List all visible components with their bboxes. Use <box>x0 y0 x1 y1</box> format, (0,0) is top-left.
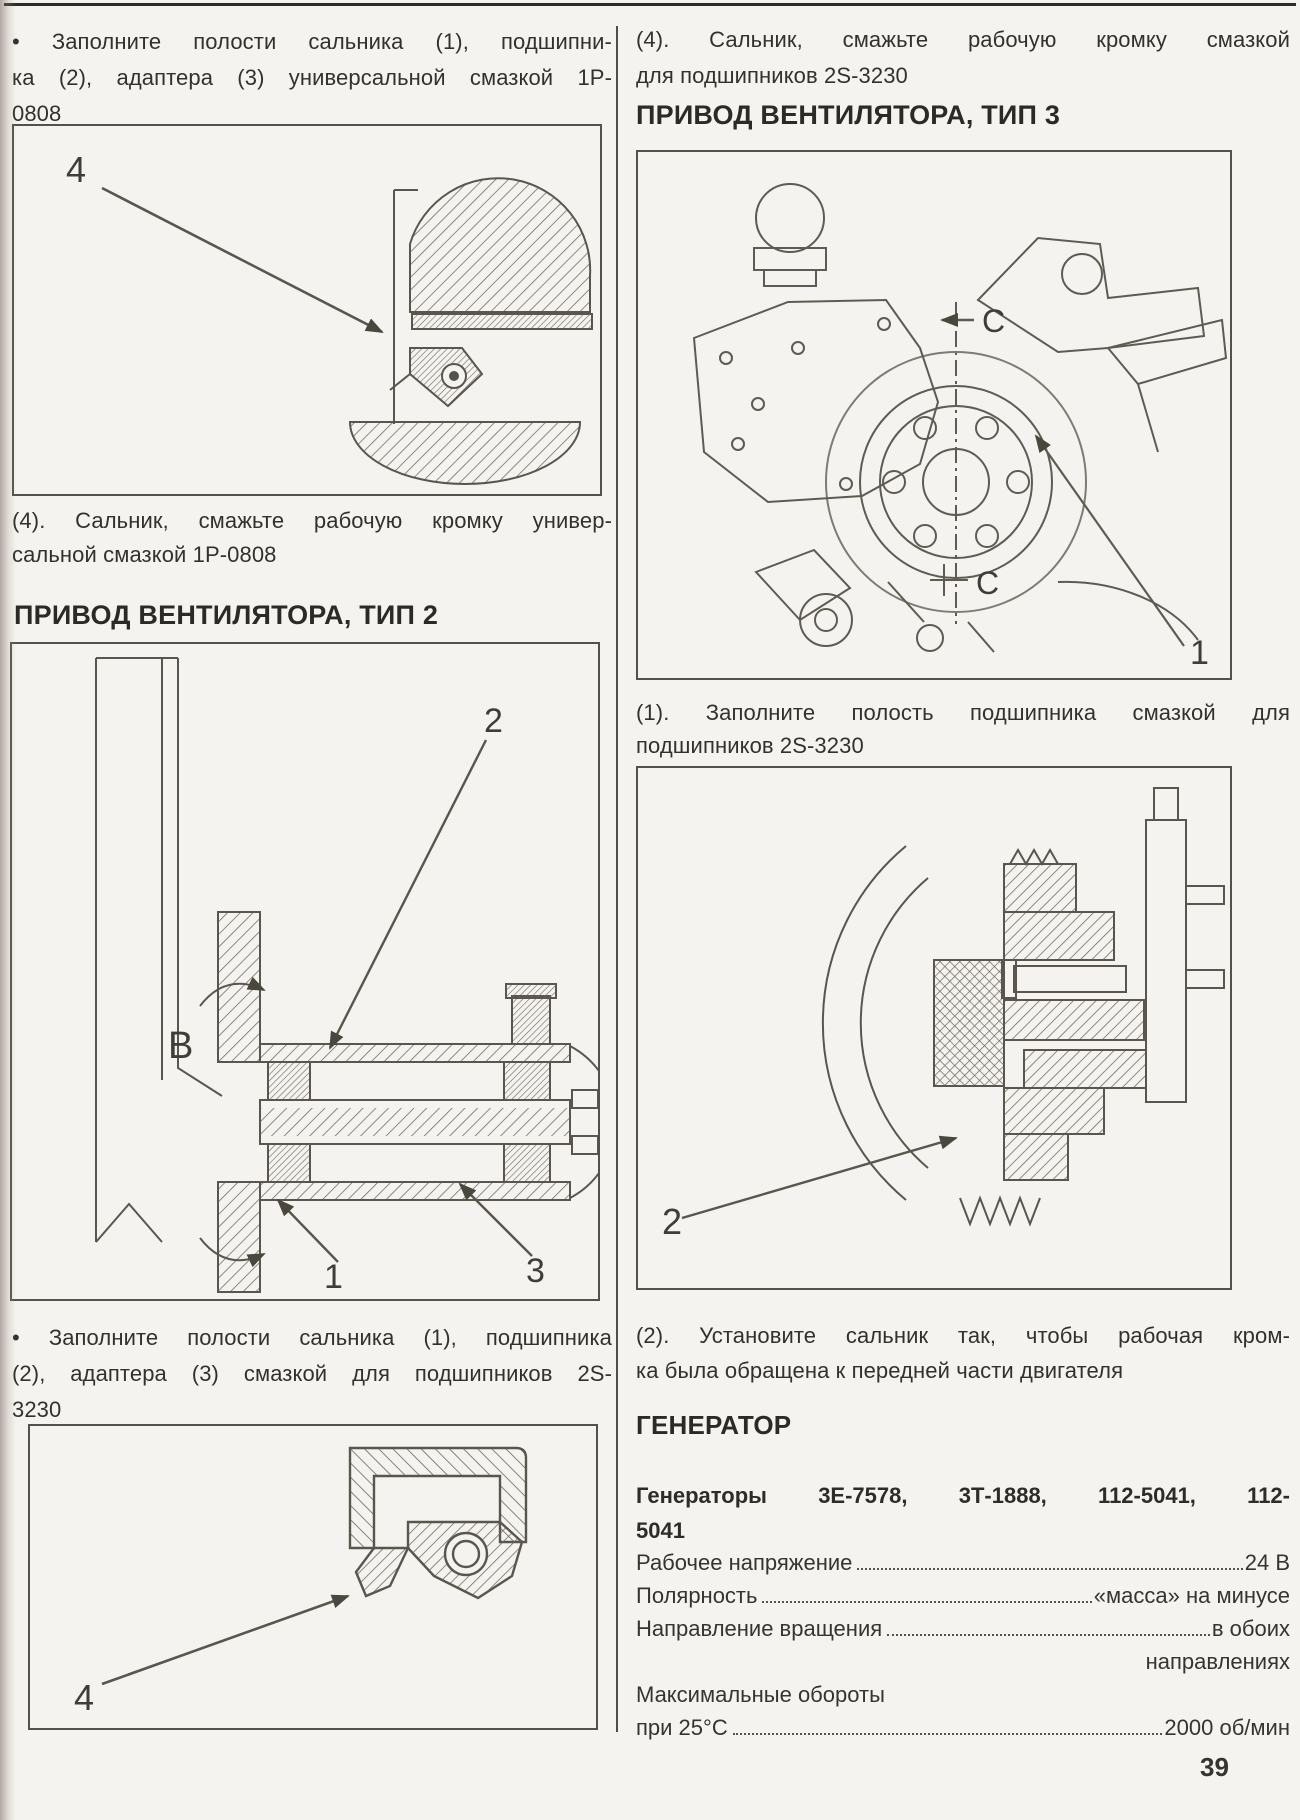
fan-drive-type2-drawing: 2 B 1 3 <box>95 657 598 1296</box>
spec-value: 2000 об/мин <box>1164 1715 1290 1740</box>
caption-line: (2). Установите сальник так, чтобы рабоч… <box>636 1323 1290 1348</box>
caption-line: ка была обращена к передней части двигат… <box>636 1358 1124 1383</box>
spec-row-voltage: Рабочее напряжение 24 В <box>636 1550 1290 1583</box>
figure-seal-type2: 4 <box>28 1424 598 1730</box>
instruction-line: 3230 <box>12 1397 62 1422</box>
spec-label: Рабочее напряжение <box>636 1550 853 1575</box>
caption-line: подшипников 2S-3230 <box>636 733 864 758</box>
spec-value: в обоих <box>1211 1616 1290 1641</box>
figure-caption-1: (4). Сальник, смажьте рабочую кромку уни… <box>12 504 612 572</box>
top-rule <box>4 3 1296 6</box>
section-header-generator: ГЕНЕРАТОР <box>636 1410 792 1440</box>
caption-line: (4). Сальник, смажьте рабочую кромку уни… <box>12 508 612 533</box>
section-label-C-top: C <box>982 303 1005 339</box>
spec-label: Максимальные обороты <box>636 1682 885 1707</box>
instruction-line: ка (2), адаптера (3) универсальной смазк… <box>12 65 612 90</box>
dot-leader <box>762 1601 1092 1603</box>
generator-models: Генераторы 3Е-7578, 3Т-1888, 112-5041, 1… <box>636 1478 1290 1548</box>
figure-fan-drive-type3: C C 1 <box>636 150 1232 680</box>
figure-label-2: 2 <box>484 702 503 740</box>
spec-value: 24 В <box>1244 1550 1290 1575</box>
section-label-C-bottom: C <box>976 565 999 601</box>
instruction-bullet-1: • Заполните полости сальника (1), подшип… <box>12 24 612 132</box>
spec-label: при 25°С <box>636 1715 728 1740</box>
figure-label-1: 1 <box>324 1258 343 1296</box>
caption-top-right: (4). Сальник, смажьте рабочую кромку сма… <box>636 22 1290 94</box>
figure-label-1: 1 <box>1190 634 1209 672</box>
generator-models-line: Генераторы 3Е-7578, 3Т-1888, 112-5041, 1… <box>636 1483 1290 1508</box>
instruction-line: (2), адаптера (3) смазкой для подшипнико… <box>12 1361 612 1386</box>
figure-hub-cross-section: 2 <box>636 766 1232 1290</box>
spec-value: «масса» на минусе <box>1093 1583 1290 1608</box>
figure-seal-type1: 4 <box>12 124 602 496</box>
figure-label-3: 3 <box>526 1252 545 1290</box>
figure-label-4: 4 <box>66 149 86 190</box>
column-divider <box>616 26 618 1732</box>
spec-row-polarity: Полярность «масса» на минусе <box>636 1583 1290 1616</box>
spec-row-max-rpm-label: Максимальные обороты <box>636 1682 1290 1715</box>
figure-caption-right-1: (1). Заполните полость подшипника смазко… <box>636 696 1290 762</box>
instruction-line: • Заполните полости сальника (1), подшип… <box>12 1325 612 1350</box>
dot-leader <box>857 1568 1243 1570</box>
figure-label-4: 4 <box>74 1677 94 1718</box>
seal-cross-section-drawing: 4 <box>66 149 593 485</box>
figure-caption-right-2: (2). Установите сальник так, чтобы рабоч… <box>636 1318 1290 1388</box>
seal-cross-section-drawing-2: 4 <box>74 1446 528 1718</box>
hub-cross-section-drawing: 2 <box>662 787 1225 1242</box>
spec-label: Направление вращения <box>636 1616 883 1641</box>
instruction-line: 0808 <box>12 101 62 126</box>
figure-fan-drive-type2: 2 B 1 3 <box>10 642 600 1301</box>
section-header-fan-drive-type2: ПРИВОД ВЕНТИЛЯТОРА, ТИП 2 <box>14 600 439 630</box>
instruction-bullet-2: • Заполните полости сальника (1), подшип… <box>12 1320 612 1428</box>
generator-spec-list: Рабочее напряжение 24 В Полярность «масс… <box>636 1550 1290 1748</box>
caption-line: (4). Сальник, смажьте рабочую кромку сма… <box>636 27 1290 52</box>
page-number: 39 <box>1200 1752 1229 1782</box>
spec-row-max-rpm-value: при 25°С 2000 об/мин <box>636 1715 1290 1748</box>
generator-models-line: 5041 <box>636 1518 685 1543</box>
caption-line: (1). Заполните полость подшипника смазко… <box>636 700 1290 725</box>
spec-row-rotation: Направление вращения в обоих <box>636 1616 1290 1649</box>
instruction-line: • Заполните полости сальника (1), подшип… <box>12 29 612 54</box>
figure-label-2: 2 <box>662 1201 682 1242</box>
dot-leader <box>887 1634 1210 1636</box>
spec-label: направлениях <box>1145 1649 1290 1674</box>
figure-label-B: B <box>168 1025 193 1067</box>
spec-row-rotation-continued: направлениях <box>636 1649 1290 1682</box>
section-header-fan-drive-type3: ПРИВОД ВЕНТИЛЯТОРА, ТИП 3 <box>636 100 1061 130</box>
dot-leader <box>732 1733 1163 1735</box>
caption-line: сальной смазкой 1Р-0808 <box>12 542 277 567</box>
spec-label: Полярность <box>636 1583 758 1608</box>
engine-front-view-drawing: C C 1 <box>692 183 1228 672</box>
caption-line: для подшипников 2S-3230 <box>636 63 908 88</box>
